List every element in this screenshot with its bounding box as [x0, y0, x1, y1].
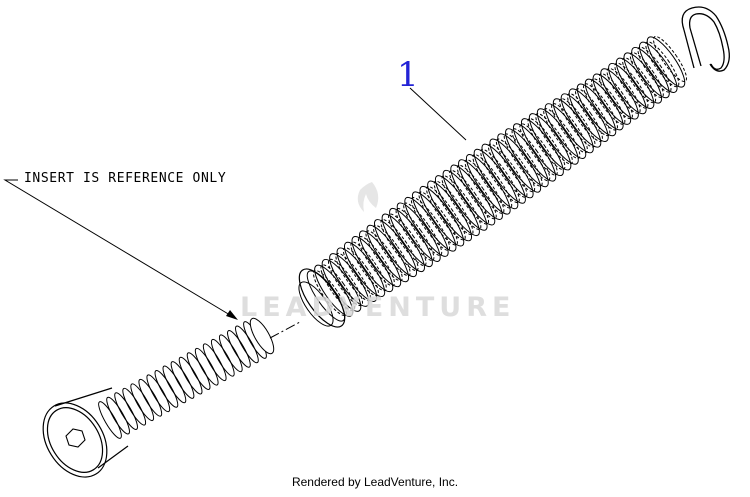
insert-thread	[106, 396, 130, 435]
insert-thread	[186, 352, 211, 390]
spring-coil	[639, 41, 678, 93]
spring-coil-inner	[464, 159, 505, 214]
spring-coil	[513, 123, 557, 182]
spring-coil	[528, 113, 572, 171]
insert-thread	[130, 383, 155, 422]
insert-thread	[227, 330, 251, 368]
spring-coil	[489, 138, 534, 199]
spring-coil-inner	[472, 154, 513, 209]
spring-coil-inner	[495, 138, 536, 193]
spring-coil	[560, 93, 602, 148]
insert-thread	[138, 378, 163, 417]
insert-thread	[202, 343, 227, 382]
spring-coil	[389, 207, 433, 268]
spring-coil	[450, 164, 496, 226]
note-arrowhead-icon	[226, 310, 238, 320]
insert-thread	[218, 334, 243, 373]
spring-coil-inner	[503, 133, 543, 187]
spring-coil	[481, 143, 526, 204]
spring-coil	[366, 224, 410, 283]
spring-coil	[497, 133, 542, 193]
spring-coil	[600, 68, 639, 120]
threaded-insert	[98, 317, 275, 439]
spring-coil	[458, 159, 503, 220]
spring-coil-inner	[320, 264, 355, 312]
spring-coil	[608, 62, 647, 115]
spring-coil	[631, 46, 670, 99]
footer-credit: Rendered by LeadVenture, Inc.	[291, 475, 459, 489]
hex-socket-icon	[65, 428, 86, 448]
spring-end-coil	[298, 268, 346, 328]
spring-coil	[374, 219, 417, 278]
spring-coil-inner	[652, 36, 688, 82]
insert-thread	[122, 387, 147, 426]
spring-coil-inner	[591, 78, 626, 125]
callout-leader-line	[409, 87, 467, 141]
insert-thread	[146, 374, 171, 413]
spring-coil	[584, 78, 624, 131]
spring-coil	[411, 191, 457, 252]
spring-coil	[473, 148, 519, 210]
spring-coil-inner	[456, 164, 497, 220]
insert-thread	[162, 365, 187, 404]
spring-coil	[552, 98, 594, 154]
insert-thread	[194, 347, 219, 386]
spring-coil	[404, 196, 449, 257]
insert-head	[42, 387, 129, 478]
insert-tip	[249, 317, 275, 355]
insert-thread	[98, 401, 122, 439]
spring-coil	[359, 230, 402, 288]
spring-end-coil	[298, 281, 334, 327]
spring-coil-inner	[328, 258, 363, 307]
spring-coil-inner	[583, 83, 618, 131]
spring-coil	[344, 241, 386, 298]
spring-coil	[623, 52, 663, 104]
spring-coil	[427, 180, 472, 242]
insert-thread	[170, 361, 195, 399]
spring-coil-inner	[637, 46, 672, 93]
insert-thread	[114, 392, 138, 430]
spring-coil-inner	[480, 148, 520, 204]
spring-coil	[396, 202, 441, 262]
spring-coil	[615, 57, 655, 109]
spring-coil	[646, 36, 686, 88]
spring-coil	[419, 185, 465, 247]
insert-thread	[235, 325, 259, 364]
insert-thread	[210, 338, 235, 377]
spring-coil	[351, 236, 394, 293]
spring-coil	[434, 175, 480, 237]
spring-coil	[520, 118, 564, 177]
spring-coil-inner	[606, 67, 641, 114]
spring-coil	[465, 154, 511, 215]
spring-coil-inner	[395, 207, 435, 262]
center-line	[269, 321, 301, 339]
insert-thread	[178, 356, 203, 395]
spring-coil	[592, 73, 632, 125]
note-leader-line	[3, 179, 236, 319]
spring-coil-inner	[511, 128, 551, 182]
spring-coil	[505, 128, 549, 188]
extension-spring	[298, 36, 688, 328]
spring-hook	[681, 6, 730, 72]
insert-thread	[154, 370, 179, 408]
spring-coil	[314, 264, 354, 317]
spring-coil	[568, 88, 609, 142]
spring-coil	[442, 169, 488, 231]
spring-coil-inner	[433, 180, 474, 236]
spring-coil-inner	[487, 143, 528, 198]
spring-coil	[336, 247, 378, 302]
spring-coil	[576, 83, 617, 137]
part-callout-number: 1	[397, 55, 419, 95]
watermark-text: LEADVENTURE	[240, 292, 516, 323]
watermark-logo-icon	[357, 182, 379, 212]
spring-coil	[544, 103, 587, 159]
spring-coil	[381, 213, 425, 273]
spring-coil	[329, 253, 370, 307]
reference-note-label: INSERT IS REFERENCE ONLY	[24, 171, 227, 186]
spring-coil	[536, 108, 579, 165]
